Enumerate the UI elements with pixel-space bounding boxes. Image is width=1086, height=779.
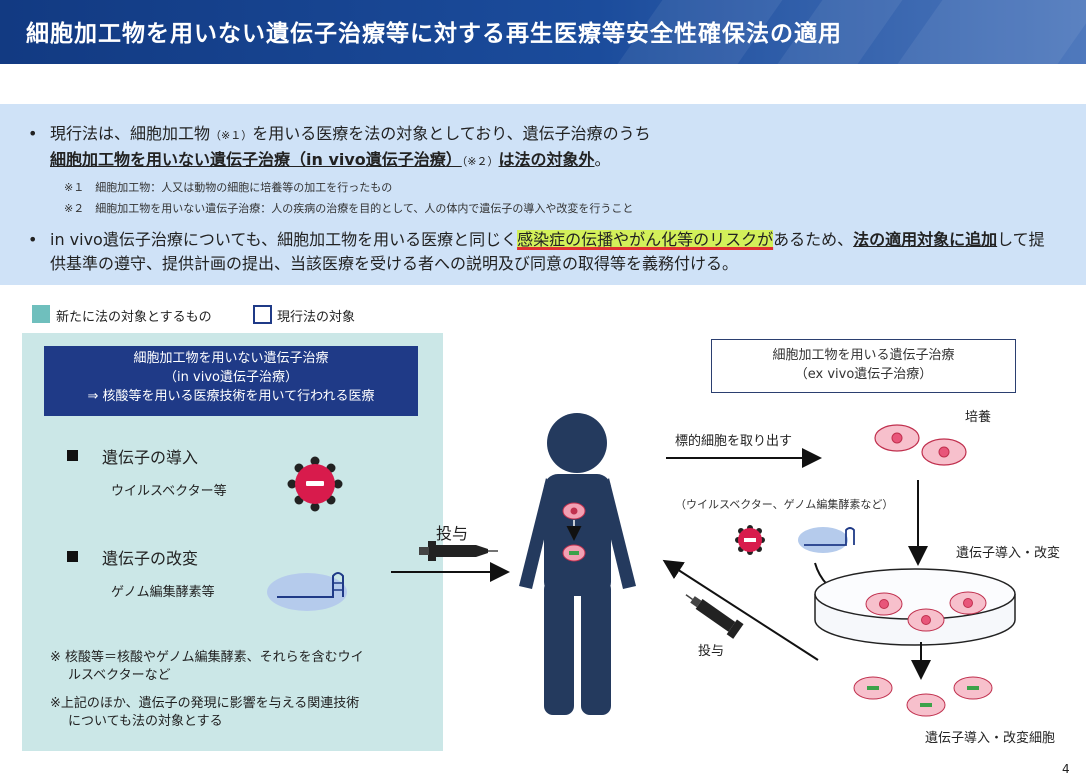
in-vivo-header-line2: （in vivo遺伝子治療）: [164, 370, 298, 385]
legend-current-label: 現行法の対象: [277, 310, 356, 325]
administer-label-ex-vivo: 投与: [698, 644, 725, 659]
syringe-ex-vivo-icon: [685, 594, 744, 639]
nucleic-note-line1: ※ 核酸等＝核酸やゲノム編集酵素、それらを含むウイ: [50, 650, 364, 665]
ref-1: （※１）: [210, 129, 253, 142]
legend-new-swatch: [32, 305, 50, 323]
summary-box: [0, 104, 1086, 285]
title-bar: [0, 0, 1086, 64]
cultured-cells: [874, 424, 967, 466]
bullet-1: 現行法は、細胞加工物（※１）を用いる医療を法の対象としており、遺伝子治療のうち細…: [50, 122, 1060, 174]
bullet-dot-2: •: [28, 230, 38, 249]
culture-label: 培養: [965, 410, 992, 425]
footnote-1: ※１ 細胞加工物：人又は動物の細胞に培養等の加工を行ったもの: [64, 181, 393, 194]
small-enzyme-icon: [798, 527, 855, 553]
page-title: 細胞加工物を用いない遺伝子治療等に対する再生医療等安全性確保法の適用: [26, 21, 842, 47]
square-bullet-2: [67, 551, 78, 562]
footnote-2: ※２ 細胞加工物を用いない遺伝子治療：人の疾病の治療を目的として、人の体内で遺伝…: [64, 202, 634, 215]
bullet-dot-1: •: [28, 124, 38, 143]
bullet-1-text: 現行法は、細胞加工物: [50, 124, 211, 143]
related-tech-note-line1: ※上記のほか、遺伝子の発現に影響を与える関連技術: [50, 696, 360, 711]
ex-vivo-header-line1: 細胞加工物を用いる遺伝子治療: [772, 348, 955, 363]
small-virus-icon: [735, 525, 765, 555]
gene-transfer-step-label: 遺伝子導入・改変: [956, 546, 1061, 561]
petri-dish: [814, 568, 1016, 646]
gene-editing-title: 遺伝子の改変: [102, 549, 199, 568]
bullet-2-end: して提供基準の遵守、提供計画の提出、当該医療を受ける者への説明及び同意の取得等を…: [50, 230, 1045, 273]
modified-cells: [853, 676, 993, 717]
ex-vivo-header: 細胞加工物を用いる遺伝子治療 （ex vivo遺伝子治療）: [711, 339, 1016, 393]
bullet-1-mid: を用いる医療を法の対象としており、遺伝子治療のうち: [252, 124, 651, 143]
ref-2: （※２）: [461, 155, 499, 168]
ex-vivo-header-line2: （ex vivo遺伝子治療）: [794, 367, 933, 382]
in-vivo-header-line1: 細胞加工物を用いない遺伝子治療: [133, 351, 329, 366]
virus-vector-label: ウイルスベクター等: [111, 484, 227, 499]
bullet-2: in vivo遺伝子治療についても、細胞加工物を用いる医療と同じく感染症の伝播や…: [50, 228, 1060, 276]
page-number: 4: [1062, 762, 1070, 776]
gene-transfer-title: 遺伝子の導入: [102, 448, 199, 467]
bullet-2-mid: あるため、: [773, 230, 854, 249]
in-vivo-header: 細胞加工物を用いない遺伝子治療 （in vivo遺伝子治療） ⇒ 核酸等を用いる…: [44, 346, 418, 416]
in-vivo-header-line3: ⇒ 核酸等を用いる医療技術を用いて行われる医療: [87, 389, 375, 404]
human-figure: [519, 413, 636, 715]
bullet-1-bold: 細胞加工物を用いない遺伝子治療（in vivo遺伝子治療）: [50, 150, 462, 169]
genome-enzyme-label: ゲノム編集酵素等: [111, 585, 215, 600]
bullet-2-text: in vivo遺伝子治療についても、細胞加工物を用いる医療と同じく: [50, 230, 518, 249]
extract-cells-label: 標的細胞を取り出す: [675, 434, 793, 449]
genome-enzyme-icon: [267, 572, 347, 611]
legend-current-swatch: [253, 305, 272, 324]
modified-cells-label: 遺伝子導入・改変細胞: [925, 731, 1056, 746]
vectors-label: （ウイルスベクター、ゲノム編集酵素など）: [675, 498, 894, 511]
bullet-1-bold-2: は法の対象外: [498, 150, 595, 169]
bullet-2-bold: 法の適用対象に追加: [853, 230, 998, 249]
return-arrow: [662, 559, 819, 661]
bullet-1-end: 。: [594, 150, 611, 169]
legend-new-label: 新たに法の対象とするもの: [56, 310, 212, 325]
related-tech-note-line2: についても法の対象とする: [68, 714, 223, 729]
administer-label-in-vivo: 投与: [436, 524, 469, 543]
bullet-2-highlight: 感染症の伝播やがん化等のリスクが: [517, 230, 774, 249]
virus-icon: [287, 456, 343, 512]
syringe-icon: [419, 541, 498, 561]
nucleic-note-line2: ルスベクターなど: [68, 668, 171, 683]
square-bullet-1: [67, 450, 78, 461]
